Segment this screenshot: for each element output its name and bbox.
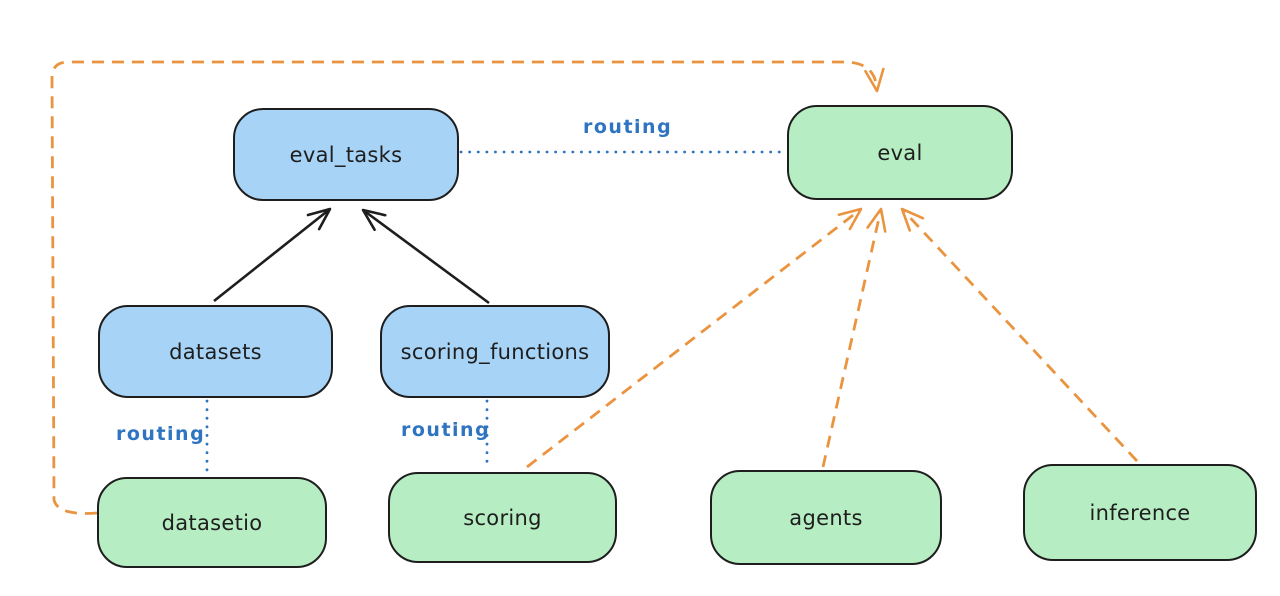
node-datasetio-label: datasetio [161, 510, 263, 535]
node-datasets-label: datasets [169, 339, 262, 364]
edge-datasetio-to-eval-loop-arrow [50, 60, 885, 515]
node-scoring-label: scoring [463, 505, 542, 530]
node-eval_tasks-label: eval_tasks [289, 142, 403, 167]
node-scoring_functions-label: scoring_functions [400, 339, 590, 364]
edge-scoring_functions-to-eval_tasks-arrow [361, 208, 490, 305]
edge-label-routing-left: routing [116, 423, 206, 445]
node-agents: agents [710, 470, 942, 565]
edge-datasets-to-eval_tasks-arrow [213, 207, 332, 303]
node-inference-label: inference [1089, 500, 1191, 525]
node-scoring: scoring [388, 472, 617, 563]
node-eval: eval [787, 105, 1013, 200]
node-scoring_functions: scoring_functions [380, 305, 610, 398]
node-datasetio: datasetio [97, 477, 327, 568]
node-eval-label: eval [877, 140, 923, 165]
node-agents-label: agents [789, 505, 863, 530]
edge-inference-to-eval-arrow [900, 207, 1139, 462]
node-inference: inference [1023, 464, 1257, 561]
edge-label-routing-top: routing [583, 116, 673, 138]
node-eval_tasks: eval_tasks [233, 108, 459, 201]
edge-scoring-to-eval-arrow [526, 207, 863, 469]
node-datasets: datasets [98, 305, 333, 398]
edge-label-routing-middle: routing [401, 419, 491, 441]
edge-agents-to-eval-arrow [821, 207, 887, 468]
